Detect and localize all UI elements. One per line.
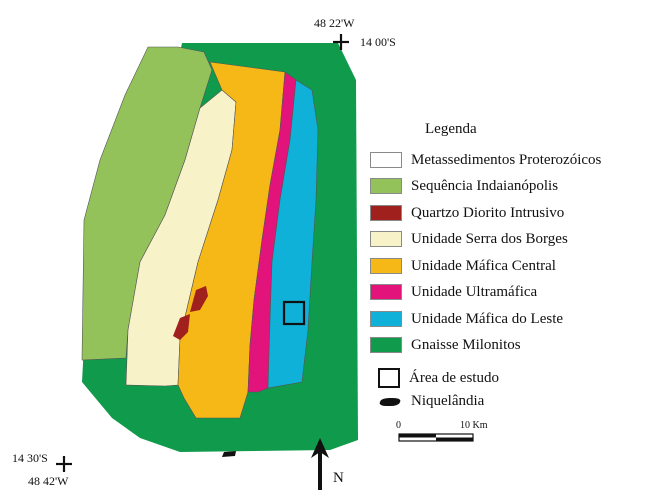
sw-coordinate-cross — [56, 456, 72, 472]
ne-coordinate-cross — [333, 34, 349, 50]
legend-label: Quartzo Diorito Intrusivo — [411, 204, 565, 221]
study-area-box-map — [282, 300, 306, 326]
legend-item-study-area: Área de estudo — [378, 368, 499, 388]
ne-latitude-label: 14 00'S — [360, 35, 396, 49]
study-area-icon — [378, 368, 400, 388]
ne-longitude-label: 48 22'W — [314, 16, 355, 30]
sw-latitude-label: 14 30'S — [12, 451, 48, 465]
legend-item-ultramafica: Unidade Ultramáfica — [370, 282, 537, 302]
legend-swatch — [370, 231, 402, 247]
legend-item-gnaisse-milonitos: Gnaisse Milonitos — [370, 335, 521, 355]
legend-swatch — [370, 311, 402, 327]
legend-item-quartzo-diorito: Quartzo Diorito Intrusivo — [370, 203, 564, 223]
legend-label: Unidade Ultramáfica — [411, 283, 538, 300]
legend-swatch — [370, 284, 402, 300]
scale-end-label: 10 Km — [460, 420, 488, 431]
legend-swatch — [370, 152, 402, 168]
legend-item-metassedimentos: Metassedimentos Proterozóicos — [370, 150, 601, 170]
legend-item-mafica-central: Unidade Máfica Central — [370, 256, 556, 276]
legend-swatch — [370, 178, 402, 194]
legend-title: Legenda — [425, 121, 477, 137]
legend-label: Unidade Máfica Central — [411, 257, 556, 274]
legend-item-mafica-do-leste: Unidade Máfica do Leste — [370, 309, 563, 329]
scale-start-label: 0 — [396, 420, 401, 431]
legend-item-town: Niquelândia — [378, 393, 484, 410]
sw-longitude-label: 48 42'W — [28, 474, 69, 488]
legend-label: Gnaisse Milonitos — [411, 336, 521, 353]
north-label: N — [333, 470, 344, 486]
legend-swatch — [370, 205, 402, 221]
legend-label: Sequência Indaianópolis — [411, 177, 559, 194]
unit-mafica-do-leste — [267, 79, 319, 389]
town-icon — [378, 397, 402, 406]
legend-label: Unidade Máfica do Leste — [411, 310, 564, 327]
legend-label: Área de estudo — [409, 369, 499, 386]
unit-quartzo-diorito-body-2 — [173, 314, 190, 340]
legend-label: Metassedimentos Proterozóicos — [411, 151, 602, 168]
legend-swatch — [370, 337, 402, 353]
legend-item-sequencia-indaianopolis: Sequência Indaianópolis — [370, 176, 558, 196]
unit-quartzo-diorito-body-1 — [190, 286, 208, 312]
scale-bar — [398, 433, 474, 442]
legend-swatch — [370, 258, 402, 274]
legend-label: Niquelândia — [411, 393, 485, 409]
legend-item-serra-dos-borges: Unidade Serra dos Borges — [370, 229, 568, 249]
niquelandia-mark-map — [222, 451, 236, 457]
legend-label: Unidade Serra dos Borges — [411, 230, 568, 247]
north-arrow — [311, 438, 329, 490]
